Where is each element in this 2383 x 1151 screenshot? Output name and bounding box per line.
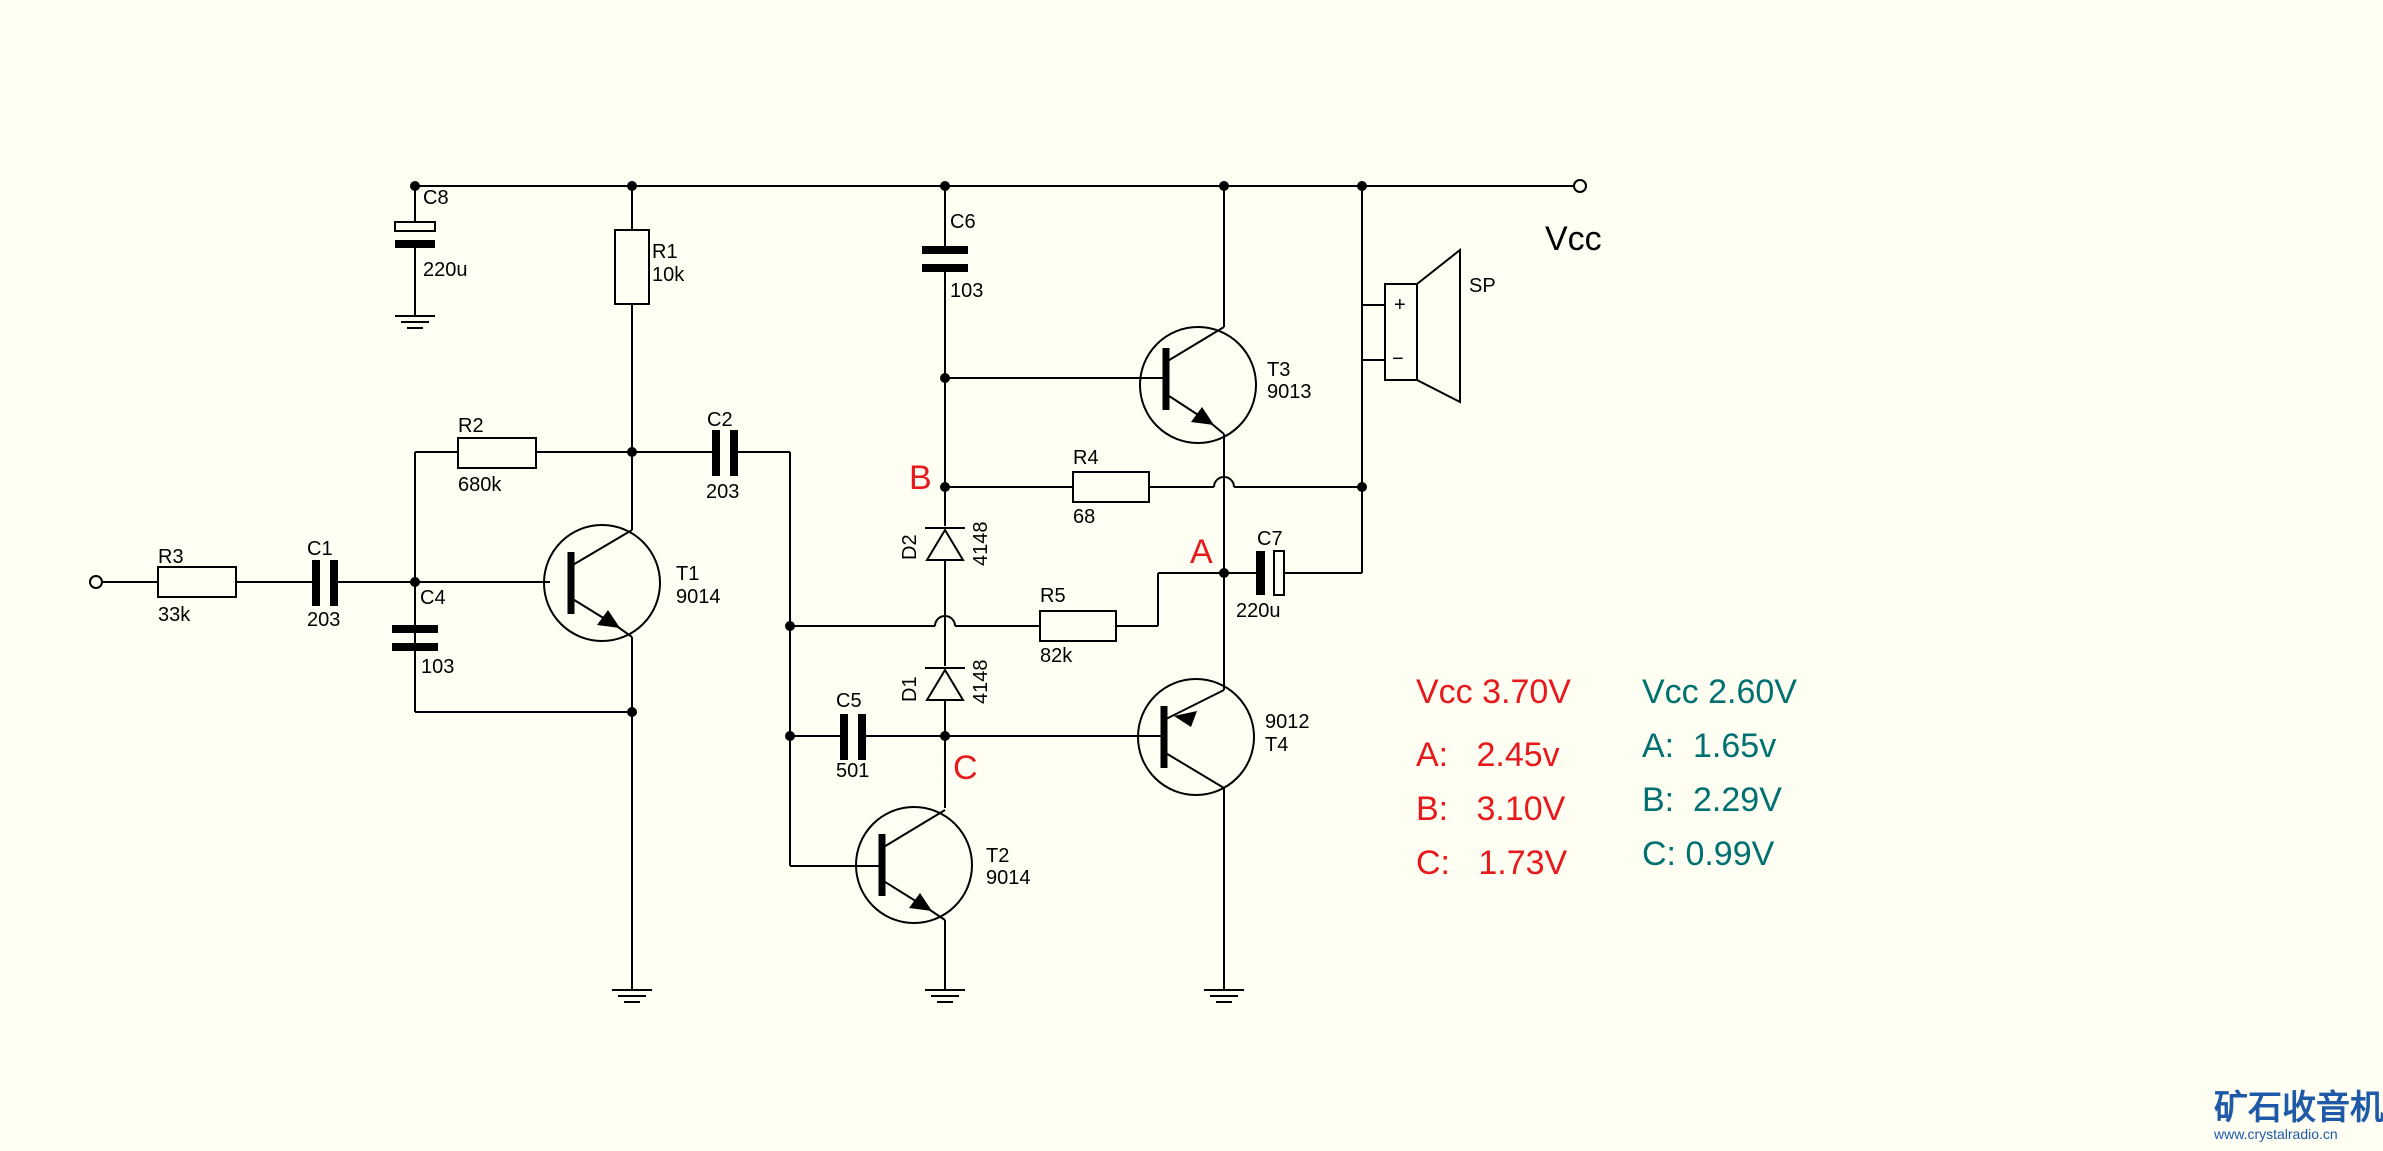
c7-value: 220u — [1236, 600, 1281, 622]
r3-value: 33k — [158, 604, 191, 626]
r2-name: R2 — [458, 415, 484, 437]
set1-a: A: 2.45v — [1416, 736, 1560, 774]
capacitor-c2: C2 203 — [632, 409, 791, 866]
c1-value: 203 — [307, 609, 340, 631]
transistor-t3: T3 9013 — [945, 186, 1312, 474]
d1-name: D1 — [899, 676, 921, 702]
r5-value: 82k — [1040, 645, 1073, 667]
d1-value: 4148 — [970, 660, 992, 705]
set2-b: B: 2.29V — [1642, 781, 1782, 819]
t4-value: 9012 — [1265, 711, 1310, 733]
r1-name: R1 — [652, 241, 678, 263]
c7-name: C7 — [1257, 528, 1283, 550]
transistor-t2: T2 9014 — [790, 806, 1031, 1003]
capacitor-c5: C5 501 — [790, 690, 1140, 782]
c6-name: C6 — [950, 211, 976, 233]
set2-c: C: 0.99V — [1642, 835, 1775, 873]
watermark-logo: 矿石收音机 www.crystalradio.cn — [2213, 1089, 2383, 1142]
t1-name: T1 — [676, 563, 699, 585]
set1-vcc: Vcc 3.70V — [1416, 673, 1571, 711]
resistor-r3: R3 33k — [157, 546, 313, 626]
t3-name: T3 — [1267, 359, 1290, 381]
capacitor-c1: C1 203 — [307, 538, 550, 631]
node-a-label: A — [1190, 533, 1213, 571]
r4-value: 68 — [1073, 506, 1095, 528]
resistor-r4: R4 68 — [945, 447, 1362, 528]
t4-name: T4 — [1265, 734, 1288, 756]
input-terminal — [89, 575, 158, 589]
d2-name: D2 — [899, 534, 921, 560]
resistor-r1: R1 10k — [614, 186, 685, 452]
c4-name: C4 — [420, 587, 446, 609]
capacitor-c8: C8 220u — [394, 186, 468, 329]
c8-name: C8 — [423, 187, 449, 209]
r3-name: R3 — [158, 546, 184, 568]
sp-name: SP — [1469, 275, 1496, 297]
c2-name: C2 — [707, 409, 733, 431]
speaker-minus-mark: − — [1392, 348, 1404, 370]
set1-b: B: 3.10V — [1416, 790, 1566, 828]
c5-value: 501 — [836, 760, 869, 782]
r5-name: R5 — [1040, 585, 1066, 607]
measurements-set1: Vcc 3.70V A: 2.45v B: 3.10V C: 1.73V — [1416, 673, 1571, 882]
capacitor-c7: C7 220u — [1223, 474, 1363, 690]
set2-vcc: Vcc 2.60V — [1642, 673, 1797, 711]
c2-value: 203 — [706, 481, 739, 503]
c1-name: C1 — [307, 538, 333, 560]
measurements-set2: Vcc 2.60V A: 1.65v B: 2.29V C: 0.99V — [1642, 673, 1797, 873]
watermark-brand: 矿石收音机 — [2214, 1089, 2383, 1127]
c4-value: 103 — [421, 656, 454, 678]
speaker-sp: + − SP — [1361, 186, 1496, 487]
r4-name: R4 — [1073, 447, 1099, 469]
t1-value: 9014 — [676, 586, 721, 608]
transistor-t1: T1 9014 — [543, 452, 721, 1003]
diode-d2: D2 4148 — [899, 490, 992, 616]
resistor-r5: R5 82k — [790, 572, 1224, 667]
r1-value: 10k — [652, 264, 685, 286]
r2-value: 680k — [458, 474, 502, 496]
vcc-terminal — [1573, 179, 1587, 193]
d2-value: 4148 — [970, 522, 992, 567]
capacitor-c4: C4 103 — [392, 582, 632, 713]
set2-a: A: 1.65v — [1642, 727, 1776, 765]
c8-value: 220u — [423, 259, 468, 281]
capacitor-c6: C6 103 — [922, 186, 983, 490]
speaker-plus-mark: + — [1394, 294, 1406, 316]
junction-dots — [410, 181, 1367, 741]
t3-value: 9013 — [1267, 381, 1312, 403]
node-b-label: B — [909, 459, 932, 497]
t2-name: T2 — [986, 845, 1009, 867]
node-c-label: C — [953, 749, 978, 787]
vcc-label: Vcc — [1545, 220, 1602, 258]
set1-c: C: 1.73V — [1416, 844, 1568, 882]
t2-value: 9014 — [986, 867, 1031, 889]
watermark-url: www.crystalradio.cn — [2213, 1126, 2338, 1142]
diode-d1: D1 4148 — [899, 636, 992, 808]
c6-value: 103 — [950, 280, 983, 302]
vcc-rail: Vcc — [415, 179, 1602, 258]
transistor-t4: 9012 T4 — [1137, 678, 1310, 1003]
c5-name: C5 — [836, 690, 862, 712]
